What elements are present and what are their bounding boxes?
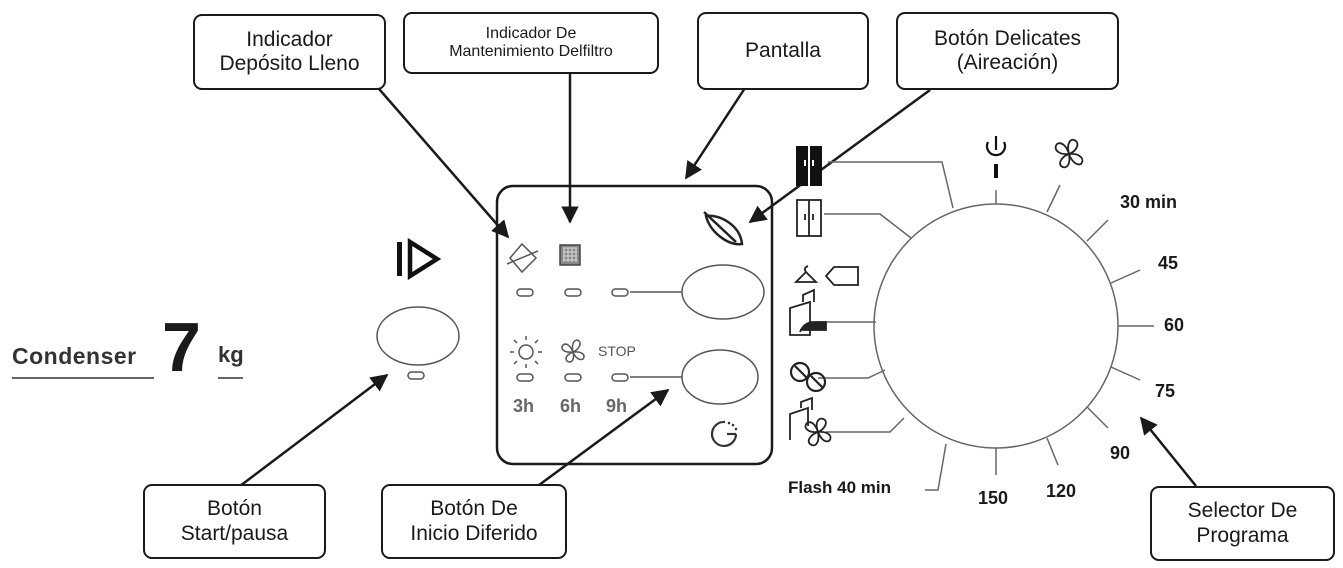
led-6h — [564, 373, 582, 382]
filter-icon — [559, 244, 581, 266]
callout-deposito: Indicador Depósito Lleno — [193, 14, 386, 90]
dial-ticks — [995, 184, 1154, 475]
callout-deposito-line1: Indicador — [246, 27, 333, 51]
brand-word: Condenser — [12, 343, 137, 369]
cupboard-dry-icon — [796, 199, 822, 237]
delay-start-button[interactable] — [681, 349, 759, 405]
delicates-button[interactable] — [681, 264, 765, 320]
callout-selector: Selector De Programa — [1150, 486, 1335, 561]
callout-selector-line1: Selector De — [1187, 499, 1298, 523]
led-tank — [516, 288, 534, 297]
dial-90: 90 — [1110, 443, 1131, 463]
dial-75: 75 — [1155, 381, 1176, 401]
callout-start-line2: Start/pausa — [180, 521, 289, 545]
arrow-delicates — [748, 88, 931, 224]
callout-diferido-line2: Inicio Diferido — [410, 521, 538, 545]
dial-60: 60 — [1164, 315, 1185, 335]
callout-filtro: Indicador De Mantenimiento Delfiltro — [403, 12, 659, 74]
power-off-icon — [985, 136, 1007, 178]
arrow-pantalla — [684, 87, 747, 180]
display-panel — [495, 184, 774, 466]
air-fan-icon — [1054, 138, 1084, 169]
callout-delicates: Botón Delicates (Aireación) — [896, 12, 1119, 90]
callout-delicates-line1: Botón Delicates — [933, 26, 1082, 50]
led-delicates — [611, 288, 629, 297]
dial-150: 150 — [978, 488, 1009, 508]
callout-filtro-line2: Mantenimiento Delfiltro — [449, 43, 613, 60]
dial-45: 45 — [1158, 253, 1179, 273]
dial-30min: 30 min — [1120, 192, 1178, 212]
start-pause-button[interactable] — [376, 306, 460, 366]
callout-diferido-line1: Botón De — [430, 497, 518, 521]
dial-flash-40min: Flash 40 min — [788, 478, 891, 497]
arrow-start — [239, 373, 389, 487]
callout-pantalla: Pantalla — [697, 12, 869, 90]
play-pause-icon — [397, 237, 442, 281]
delay-6h-label: 6h — [560, 396, 582, 416]
stop-label: STOP — [598, 343, 636, 359]
fan-small-icon — [561, 339, 585, 363]
delicates-feather-icon — [703, 211, 744, 246]
arrow-diferido — [534, 388, 670, 490]
delay-3h-label: 3h — [513, 396, 535, 416]
led-9h — [611, 373, 629, 382]
wool-icon — [789, 361, 827, 393]
capacity-number: 7 — [162, 308, 201, 386]
start-led — [407, 371, 425, 380]
callout-start-line1: Botón — [207, 497, 262, 521]
callout-deposito-line2: Depósito Lleno — [219, 52, 360, 75]
callout-diferido: Botón De Inicio Diferido — [381, 484, 567, 559]
capacity-unit: kg — [218, 342, 244, 367]
hanger-dry-icon — [793, 265, 859, 286]
delay-9h-label: 9h — [606, 396, 628, 416]
extra-dry-cupboard-icon — [796, 146, 822, 186]
led-filter — [564, 288, 582, 297]
iron-dry-icon — [789, 288, 827, 336]
callout-filtro-line1: Indicador De — [485, 24, 577, 42]
led-3h — [516, 373, 534, 382]
callout-selector-line2: Programa — [1196, 523, 1289, 547]
program-selector-dial[interactable] — [873, 203, 1119, 449]
arrow-deposito — [372, 81, 510, 239]
dial-120: 120 — [1046, 481, 1077, 501]
timed-air-icon — [789, 396, 832, 447]
callout-start: Botón Start/pausa — [143, 484, 326, 559]
callout-pantalla-line1: Pantalla — [745, 38, 821, 62]
sun-icon — [510, 336, 542, 368]
arrow-selector — [1139, 416, 1197, 487]
delay-timer-icon — [710, 420, 738, 447]
program-leaders — [816, 161, 954, 491]
callout-delicates-line2: (Aireación) — [956, 51, 1059, 74]
tank-full-icon — [506, 242, 539, 274]
